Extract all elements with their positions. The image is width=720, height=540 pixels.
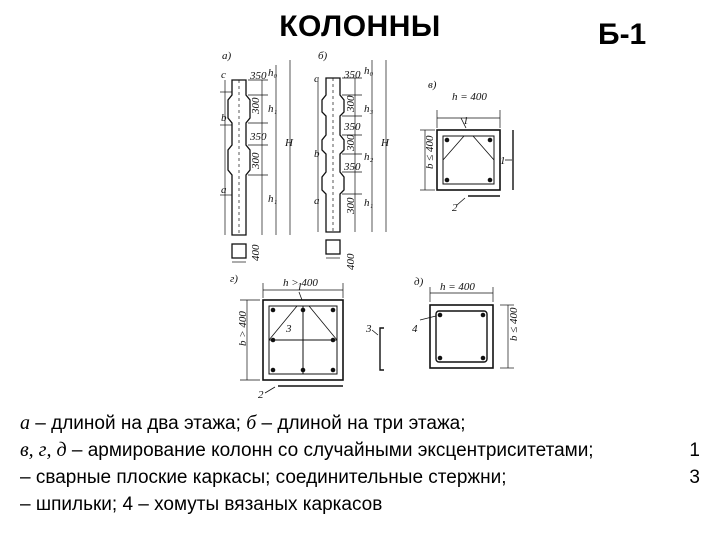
h1-a-bottom: h₁: [268, 193, 278, 205]
caption-line3-text: – сварные плоские каркасы; соединительны…: [20, 467, 507, 488]
panel-label-d: д): [414, 276, 424, 288]
section-d: [419, 287, 514, 369]
caption-line-4: – шпильки; 4 – хомуты вязаных каркасов: [20, 491, 710, 518]
h3-b: h₃: [364, 103, 374, 115]
caption-vgd-label: в, г, д: [20, 439, 67, 461]
caption-line4-text: – шпильки; 4 – хомуты вязаных каркасов: [20, 494, 383, 515]
callout-v-1: 1: [463, 115, 469, 127]
level-b-a: b: [221, 112, 227, 124]
panel-label-b: б): [318, 50, 328, 62]
callout-g-1: 1: [297, 281, 303, 293]
panel-label-v: в): [428, 79, 437, 91]
dim-b-350-2: 350: [343, 121, 361, 133]
dim-b-350-3: 350: [343, 161, 361, 173]
level-a-a: a: [221, 184, 227, 196]
caption-num-1: 1: [689, 440, 700, 461]
h2-b: h₂: [364, 151, 374, 163]
callout-g-3b: 3: [365, 323, 372, 335]
dim-a-350-top: 350: [249, 70, 267, 82]
column-a-elevation: [220, 60, 291, 263]
dim-b-300-2: 300: [345, 134, 357, 152]
callout-v-2: 2: [452, 202, 458, 214]
dim-g-h: h > 400: [283, 277, 318, 289]
panel-label-a: а): [222, 50, 232, 62]
caption-num-3: 3: [689, 467, 700, 488]
level-a-b: a: [314, 195, 320, 207]
h0-b: h₀: [364, 65, 374, 77]
caption-b-label: б: [246, 412, 257, 434]
dim-b-400: 400: [345, 253, 357, 270]
dim-b-300-1: 300: [345, 95, 357, 113]
h1-b: h₁: [364, 197, 374, 209]
section-v: [420, 110, 514, 206]
dim-a-400: 400: [250, 244, 262, 261]
caption-vgd-text: – армирование колонн со случайными эксце…: [66, 440, 594, 461]
slide-code: Б-1: [598, 18, 647, 51]
column-drawings: а) б) в) г) д) c b a c b a 350 300 350 3…: [220, 50, 520, 401]
figure-caption: а – длиной на два этажа; б – длиной на т…: [20, 410, 710, 518]
callout-v-1b: 1: [500, 155, 506, 167]
callout-g-2: 2: [258, 389, 264, 401]
dim-d-b: b ≤ 400: [508, 307, 520, 341]
level-c-a: c: [221, 69, 226, 81]
h1-a-top: h₁: [268, 103, 278, 115]
dim-a-300-top: 300: [250, 97, 262, 115]
caption-a-text: – длиной на два этажа;: [30, 413, 247, 434]
H-a: H: [284, 137, 294, 149]
caption-line-3: – сварные плоские каркасы; соединительны…: [20, 464, 700, 491]
dim-v-b: b ≤ 400: [424, 135, 436, 169]
H-b: H: [380, 137, 390, 149]
caption-a-label: а: [20, 412, 30, 434]
dim-a-350-mid: 350: [249, 131, 267, 143]
dim-v-h: h = 400: [452, 91, 487, 103]
caption-line-1: а – длиной на два этажа; б – длиной на т…: [20, 410, 710, 437]
panel-label-g: г): [230, 273, 238, 285]
dim-b-300-3: 300: [345, 197, 357, 215]
dim-a-300-mid: 300: [250, 152, 262, 170]
callout-g-3: 3: [285, 323, 292, 335]
h0-a: h₀: [268, 67, 278, 79]
caption-line-2: в, г, д – армирование колонн со случайны…: [20, 437, 700, 464]
level-b-b: b: [314, 148, 320, 160]
column-b-elevation: [317, 60, 387, 259]
dim-b-350-1: 350: [343, 69, 361, 81]
level-c-b: c: [314, 73, 319, 85]
dim-d-h: h = 400: [440, 281, 475, 293]
callout-d-4: 4: [412, 323, 418, 335]
dim-g-b: b > 400: [237, 311, 249, 346]
section-g: [240, 283, 384, 394]
page-title: КОЛОННЫ: [279, 10, 441, 43]
caption-b-text: – длиной на три этажа;: [256, 413, 466, 434]
